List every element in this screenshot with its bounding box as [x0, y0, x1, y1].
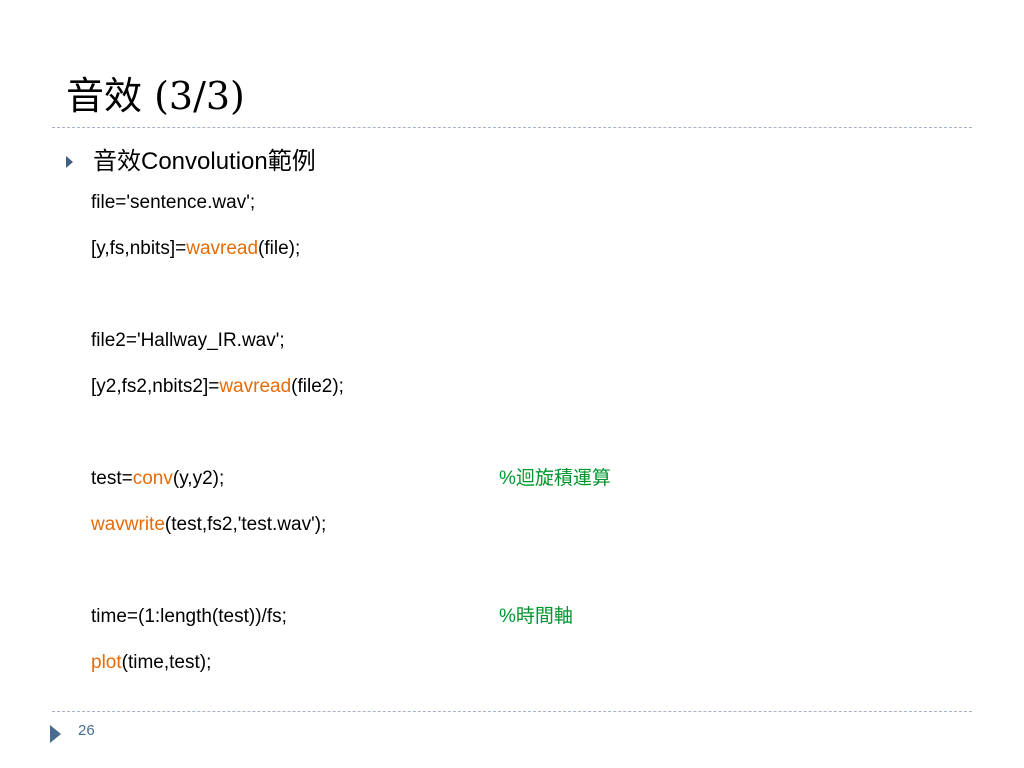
code-function: plot — [91, 652, 122, 673]
code-text: [y2,fs2,nbits2]= — [91, 376, 220, 397]
code-function: conv — [132, 468, 173, 489]
code-text: time=(1:length(test))/fs; — [91, 606, 287, 627]
code-text: file2='Hallway_IR.wav'; — [91, 330, 285, 351]
code-line-7: time=(1:length(test))/fs; — [91, 604, 287, 630]
code-line-8: plot(time,test); — [91, 650, 211, 676]
code-function: wavread — [186, 238, 259, 259]
code-text: (file); — [258, 238, 301, 259]
bullet-item: 音效Convolution範例 — [66, 146, 316, 178]
slide-title: 音效 (3/3) — [66, 74, 245, 118]
code-text: test= — [91, 468, 133, 489]
code-text: [y,fs,nbits]= — [91, 238, 187, 259]
code-line-1: file='sentence.wav'; — [91, 190, 255, 216]
code-text: (file2); — [291, 376, 344, 397]
code-comment: %時間軸 — [499, 606, 573, 627]
code-text: (test,fs2,'test.wav'); — [164, 514, 327, 535]
code-line-5: test=conv(y,y2); — [91, 466, 224, 492]
triangle-right-icon — [50, 725, 61, 743]
bullet-text: 音效Convolution範例 — [93, 148, 316, 175]
code-line-4: [y2,fs2,nbits2]=wavread(file2); — [91, 374, 344, 400]
code-comment: %迴旋積運算 — [499, 468, 611, 489]
code-line-2: [y,fs,nbits]=wavread(file); — [91, 236, 300, 262]
code-function: wavread — [219, 376, 292, 397]
code-text: (y,y2); — [172, 468, 225, 489]
triangle-right-icon — [66, 156, 73, 168]
code-text: (time,test); — [121, 652, 212, 673]
code-text: file='sentence.wav'; — [91, 192, 256, 213]
page-number: 26 — [78, 722, 95, 739]
footer-divider — [52, 711, 972, 712]
code-line-6: wavwrite(test,fs2,'test.wav'); — [91, 512, 326, 538]
code-function: wavwrite — [91, 514, 165, 535]
code-line-3: file2='Hallway_IR.wav'; — [91, 328, 285, 354]
title-divider — [52, 127, 972, 128]
